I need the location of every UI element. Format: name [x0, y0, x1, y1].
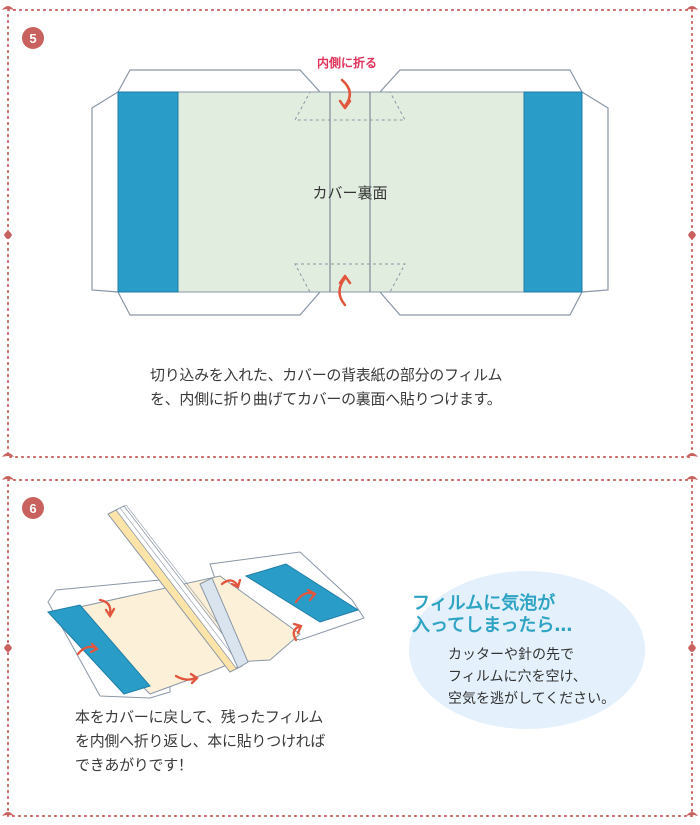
- right-blue-flap: [523, 91, 583, 293]
- caption-line: 切り込みを入れた、カバーの背表紙の部分のフィルム: [150, 366, 503, 384]
- cover-back-area: [177, 91, 525, 293]
- left-blue-flap: [117, 91, 179, 293]
- cover-back-diagram: 内側に折る カバー裏面: [91, 55, 609, 316]
- tip-title-line: 入ってしまったら…: [412, 615, 573, 636]
- dotted-frame: [2, 476, 698, 817]
- step-5-caption: 切り込みを入れた、カバーの背表紙の部分のフィルム を、内側に折り曲げてカバーの裏…: [150, 363, 503, 411]
- step-number-badge: 5: [22, 27, 44, 49]
- fold-arrow-icon: [76, 578, 317, 685]
- caption-line: を、内側に折り曲げてカバーの裏面へ貼りつけます。: [150, 390, 502, 408]
- step-6-panel: 6 本をカバーに戻して、残ったフィルム を内側へ折り返し、本に貼りつければ でき…: [0, 472, 700, 825]
- caption-line: 本をカバーに戻して、残ったフィルム: [75, 708, 324, 726]
- tip-title-line: フィルムに気泡が: [412, 593, 556, 614]
- tip-body: カッターや針の先で フィルムに穴を空け、 空気を逃がしてください。: [448, 644, 615, 710]
- frame-ornament-icon: [2, 6, 698, 457]
- tip-body-line: 空気を逃がしてください。: [448, 691, 616, 707]
- cover-back-label: カバー裏面: [312, 184, 387, 202]
- step-5-panel: 5 内側に折る カバー裏面 切り込みを入れた、カバーの背表紙の部分のフィルム を…: [2, 6, 698, 458]
- caption-line: できあがりです！: [75, 756, 193, 774]
- caption-line: を内側へ折り返し、本に貼りつければ: [75, 732, 326, 750]
- tip-body-line: フィルムに穴を空け、: [448, 669, 587, 685]
- left-blue-flap: [47, 604, 151, 695]
- tip-bubble: [409, 571, 645, 729]
- dotted-frame: [2, 6, 698, 458]
- step-number-badge: 6: [22, 497, 44, 519]
- bottom-fold-tab: [294, 263, 406, 293]
- tip-title: フィルムに気泡が 入ってしまったら…: [412, 593, 572, 637]
- book-spine: [199, 577, 249, 669]
- right-blue-flap: [244, 563, 360, 623]
- fold-inward-label: 内側に折る: [317, 55, 377, 70]
- tip-body-line: カッターや針の先で: [448, 647, 574, 663]
- step-6-caption: 本をカバーに戻して、残ったフィルム を内側へ折り返し、本に貼りつければ できあが…: [75, 705, 325, 777]
- book-wrap-diagram: [47, 504, 365, 699]
